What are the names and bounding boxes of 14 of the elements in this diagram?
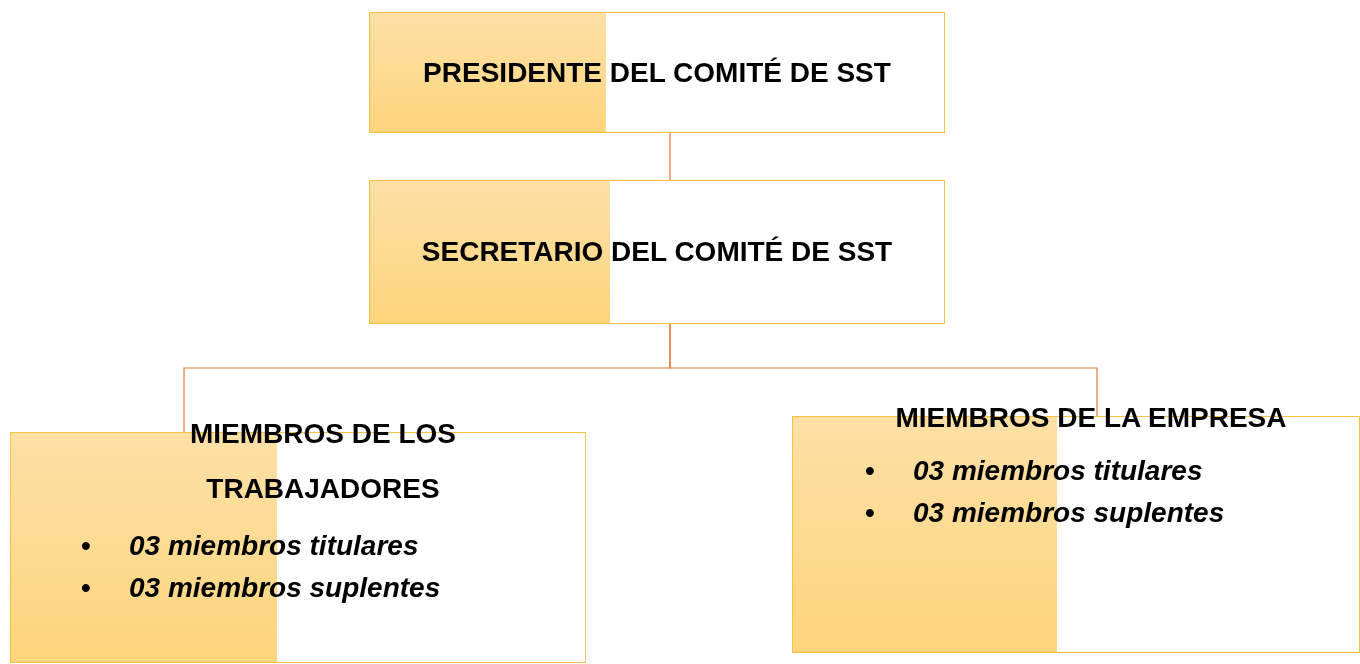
- box-title: SECRETARIO DEL COMITÉ DE SST: [421, 235, 893, 269]
- list-item: 03 miembros suplentes: [913, 496, 1225, 530]
- list-item: 03 miembros titulares: [129, 529, 420, 563]
- box-title: PRESIDENTE DEL COMITÉ DE SST: [423, 55, 891, 90]
- bullet: •: [81, 529, 92, 563]
- connector-line: [669, 132, 671, 181]
- org-box: [369, 12, 945, 133]
- list-item: 03 miembros titulares: [913, 454, 1204, 488]
- bullet: •: [81, 571, 92, 605]
- bullet: •: [865, 454, 876, 488]
- connector-line: [669, 323, 1098, 417]
- list-item: 03 miembros suplentes: [129, 571, 441, 605]
- bullet: •: [865, 496, 876, 530]
- org-box: [369, 180, 945, 324]
